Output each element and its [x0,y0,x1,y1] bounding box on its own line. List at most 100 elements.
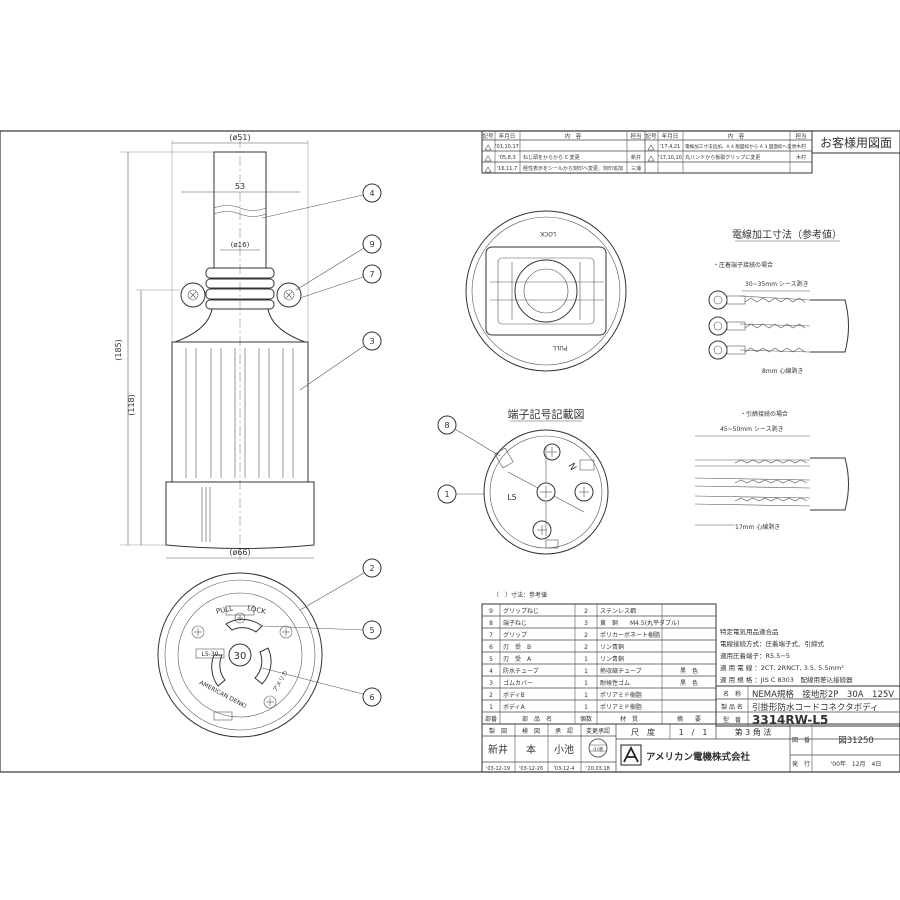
dims-note: （ ）寸法：参考値 [493,591,547,599]
part-row-3-name: ゴムカバー [503,679,533,687]
date-approve: '03-12-4 [554,766,575,772]
date-change: '20.03.18 [586,766,610,772]
callout-3: 3 [369,337,374,346]
date-draw: '03-12-19 [486,766,510,772]
part-row-9-no: 9 [489,608,493,615]
role-check: 検 図 [522,727,540,735]
customer-drawing-label: お客様用図面 [820,135,892,150]
part-row-6-mat: リン青銅 [600,643,624,651]
title-block: 名 称 NEMA規格 接地形2P 30A 125V 製 品 名 引掛形防水コード… [481,685,900,773]
drawing-frame [0,130,900,773]
rev-l2-date: '05,8,3 [498,155,515,161]
terminal-label-l5: L5 [507,493,517,502]
callout-2: 2 [369,564,374,573]
spec-0: 特定電気用品適合品 [720,627,779,636]
part-row-9-name: グリップねじ [503,607,539,615]
drawing-no-label: 図 番 [792,737,810,744]
spec-3: 適 用 電 線 ：2CT, 2RNCT, 3.5, 5.5mm² [720,663,844,672]
parts-header-no: 部番 [485,715,497,723]
face-rating: 30 [234,651,247,662]
rev-l2-text: ねじ頭をからから C 変更 [523,154,580,161]
part-row-4-note: 黒 色 [680,667,698,675]
callout-7: 7 [369,270,374,279]
part-row-9-qty: 2 [584,608,588,615]
part-row-4-qty: 1 [584,668,588,675]
company-logo [620,744,642,766]
part-row-8-qty: 3 [584,620,588,627]
rev-r1-date: '17,4,21 [660,144,680,150]
rev-header-date: 年月日 [499,132,516,140]
part-row-7-qty: 2 [584,632,588,639]
rev-header-mark: 記号 [482,132,494,140]
part-row-5-qty: 1 [584,656,588,663]
part-row-2-mat: ポリアミド樹脂 [600,691,642,699]
name-value: NEMA規格 接地形2P 30A 125V [752,689,894,700]
revision-table: 記号 年月日 内 容 担当 記号 年月日 内 容 担当 '01,10,17 '0… [481,130,813,174]
face-screw-left-icon [191,625,205,639]
parts-header-qty: 個数 [580,715,592,723]
scale-value: 1 / 1 [679,728,708,737]
part-row-4-mat: 熱収縮チューブ [600,667,642,675]
wire-screw-note: ・引締接続の場合 [740,410,788,418]
rev-r2-date: '17,10,10 [658,155,682,161]
model-label: 型 番 [723,716,741,724]
part-row-1-mat: ポリアミド樹脂 [600,703,642,711]
approval-stamp: 小池 [588,738,608,758]
product-label: 製 品 名 [721,703,743,711]
top-view-top-label: LOCK [539,230,556,237]
rev-header-content: 内 容 [565,132,582,140]
wire-crimp-sheath: 30~35mm シース剥き [745,280,809,288]
dim-d53: 53 [235,182,245,191]
rev-l3-text: 極性表示をシールから刻印へ変更、刻印追加 [523,165,623,172]
rev-r2-text: 丸バンドから板取グリップに変更 [685,154,760,161]
face-pull: PULL [215,604,234,615]
part-row-3-qty: 1 [584,680,588,687]
spec-1: 電線接続方式：圧着端子式、引締式 [720,639,825,648]
rev-l3-date: '16,11,7 [497,166,517,172]
callout-1: 1 [444,490,449,499]
wire-title: 電線加工寸法（参考値） [732,228,842,241]
wire-processing: 電線加工寸法（参考値） ・圧着端子接続の場合 30~35mm シース剥き 8mm… [694,228,849,531]
parts-header-name: 部 品 名 [522,715,552,723]
wire-screw-sheath: 45~50mm シース剥き [720,425,784,433]
rev-l1-date: '01,10,17 [495,144,519,150]
part-row-7-mat: ポリカーボネート樹脂 [600,631,660,639]
part-row-6-name: 刃 受 B [503,643,531,651]
top-view: LOCK PULL [465,210,627,372]
terminal-screw-n-icon [574,482,594,502]
scale-label: 尺 度 [631,727,655,737]
face-view: 30 L5-30 PULL LOCK AMERICAN DENKI アメリカ [157,572,323,738]
part-row-1-no: 1 [489,704,493,711]
part-row-1-name: ボディA [503,703,526,711]
role-approve: 承 認 [555,727,573,735]
signer-draw: 新井 [488,743,508,756]
face-maker: AMERICAN DENKI [198,679,248,710]
part-row-9-mat: ステンレス鋼 [600,607,636,615]
dim-h185: (185) [114,339,123,361]
part-row-8-mat: 黄 銅 M4.5(丸平ダブル) [600,619,679,627]
face-screw-top-icon [234,612,246,624]
face-plate: L5-30 [202,651,219,658]
signer-check: 本 [526,743,536,756]
face-screw-right-icon [279,625,293,639]
projection: 第 3 角 法 [735,727,772,737]
part-row-5-name: 刃 受 A [503,655,532,663]
rev-r2-by: 木村 [796,154,806,161]
callout-6: 6 [369,693,374,702]
signer-change: 小池 [593,746,603,753]
part-row-5-mat: リン青銅 [600,655,624,663]
callouts: 4 9 7 3 2 5 6 8 1 [261,183,501,707]
issue-label: 発 行 [792,760,810,768]
spec-4: 適 用 規 格 ：JIS C 8303 配線用差込接続器 [720,675,853,684]
part-row-2-qty: 1 [584,692,588,699]
part-row-4-no: 4 [489,668,493,675]
date-check: '03-12-26 [519,766,543,772]
part-row-8-name: 端子ねじ [503,619,527,627]
terminal-screw-ground-icon [532,520,552,540]
role-change: 変更承認 [586,727,610,735]
rev-l3-by: 三浦 [631,165,641,172]
dim-d51: (ø51) [229,133,250,142]
dim-d66: (ø66) [229,548,250,557]
